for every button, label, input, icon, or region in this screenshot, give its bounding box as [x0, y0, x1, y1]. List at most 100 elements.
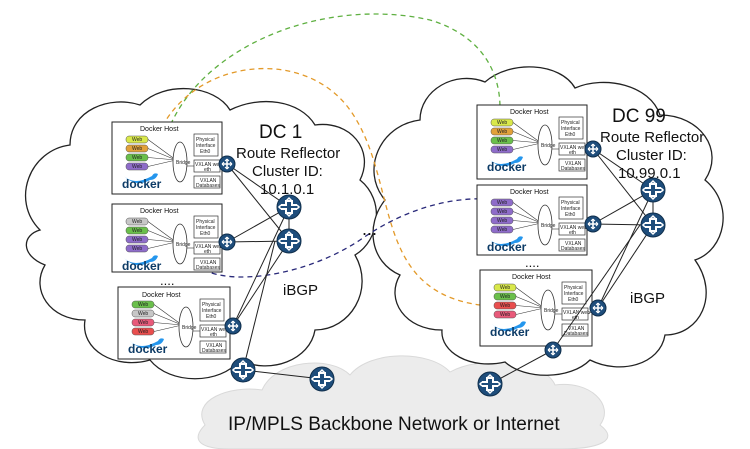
docker-logo-text: docker: [487, 160, 527, 174]
veth-link: [512, 220, 542, 224]
vxlan-web-label-2: eth: [569, 150, 576, 156]
container-label: Web: [500, 312, 510, 318]
physical-label-3: Eth0: [206, 314, 217, 320]
veth-link: [153, 322, 183, 326]
vxlan-web-label-2: eth: [204, 167, 211, 173]
bridge-label: Bridge: [544, 308, 559, 314]
bridge-ellipse: [172, 223, 188, 265]
docker-whale-icon: [124, 255, 158, 266]
physical-label-2: Interface: [561, 206, 581, 212]
veth-link: [512, 222, 542, 230]
container-label: Web: [497, 147, 507, 153]
physical-label-1: Physical: [196, 137, 215, 143]
host-internals-3: WebWebWebWebdockerBridgePhysicalInterfac…: [128, 298, 234, 356]
physical-interface-box: [558, 196, 584, 220]
dc99-cluster-id: 10.99.0.1: [618, 165, 681, 182]
physical-interface-box: [561, 281, 587, 305]
dc99-more-hosts: ....: [525, 255, 539, 270]
bridge-label: Bridge: [182, 325, 197, 331]
vxlan-db-label-1: VXLAN: [206, 343, 223, 349]
container-label: Web: [138, 320, 148, 326]
green-dashed-link: [161, 13, 501, 151]
vxlan-web-label-1: VXLAN web: [195, 162, 222, 168]
physical-label-2: Interface: [202, 308, 222, 314]
physical-label-2: Interface: [196, 225, 216, 231]
container-label: Web: [497, 218, 507, 224]
container-label: Web: [500, 303, 510, 309]
docker-logo-text: docker: [487, 240, 527, 254]
svg-text:Docker Host: Docker Host: [512, 274, 551, 281]
physical-label-1: Physical: [561, 120, 580, 126]
between-dc-dots: ...: [362, 219, 377, 239]
veth-link: [153, 313, 183, 326]
container-label: Web: [497, 129, 507, 135]
veth-link: [515, 307, 545, 315]
vxlan-db-label-2: Databases: [561, 246, 585, 252]
veth-link: [515, 296, 545, 309]
docker-logo-text: docker: [128, 342, 168, 356]
veth-link: [147, 241, 177, 249]
bridge-ellipse: [537, 204, 553, 246]
container-label: Web: [132, 146, 142, 152]
bridge-label: Bridge: [176, 160, 191, 166]
bridge-ellipse: [178, 306, 194, 348]
vxlan-web-label-1: VXLAN web: [563, 310, 590, 316]
physical-label-2: Interface: [561, 126, 581, 132]
veth-link: [512, 140, 542, 144]
dc1-rr-label: Route Reflector: [236, 145, 340, 162]
vxlan-web-label-2: eth: [210, 332, 217, 338]
physical-interface-box: [193, 133, 219, 157]
bridge-ellipse: [540, 289, 556, 331]
container-label: Web: [497, 209, 507, 215]
vxlan-db-label-2: Databases: [196, 265, 220, 271]
veth-link: [147, 239, 177, 243]
dc1-cluster-label: Cluster ID:: [252, 163, 323, 180]
vxlan-db-label-2: Databases: [561, 166, 585, 172]
host-internals-4: WebWebWebWebdockerBridgePhysicalInterfac…: [487, 116, 593, 174]
dc99-ibgp-label: iBGP: [630, 290, 665, 307]
docker-whale-icon: [130, 338, 164, 349]
docker-whale-icon: [489, 236, 523, 247]
veth-link: [147, 139, 177, 161]
host-internals-5: WebWebWebWebdockerBridgePhysicalInterfac…: [487, 196, 594, 254]
bridge-ellipse: [537, 124, 553, 166]
container-label: Web: [138, 329, 148, 335]
vxlan-db-box: [193, 257, 221, 271]
docker-whale-icon: [489, 156, 523, 167]
orange-dashed-link-1: [149, 67, 481, 306]
vxlan-db-label-2: Databases: [202, 348, 226, 354]
navy-dashed-link: [189, 198, 501, 278]
dc1-more-hosts: ....: [160, 273, 174, 288]
docker-logo-text: docker: [122, 259, 162, 273]
bridge-label: Bridge: [541, 223, 556, 229]
container-label: Web: [132, 155, 142, 161]
dc99-cluster-label: Cluster ID:: [616, 147, 687, 164]
container-label: Web: [132, 246, 142, 252]
container-label: Web: [132, 137, 142, 143]
physical-interface-box: [193, 215, 219, 239]
host-internals-6: WebWebWebWebdockerBridgePhysicalInterfac…: [490, 281, 599, 339]
vxlan-db-label-2: Databases: [564, 331, 588, 337]
veth-link: [153, 304, 183, 326]
bridge-label: Bridge: [176, 242, 191, 248]
dc1-cluster-id: 10.1.0.1: [260, 181, 314, 198]
docker-whale-icon: [124, 173, 158, 184]
vxlan-db-label-1: VXLAN: [568, 326, 585, 332]
vxlan-web-label-1: VXLAN web: [201, 327, 228, 333]
physical-label-1: Physical: [561, 200, 580, 206]
vxlan-web-label-1: VXLAN web: [195, 244, 222, 250]
dc99-rr-label: Route Reflector: [600, 129, 704, 146]
vxlan-db-box: [558, 158, 586, 172]
container-label: Web: [497, 120, 507, 126]
veth-link: [512, 122, 542, 144]
veth-link: [147, 148, 177, 161]
physical-label-3: Eth0: [565, 132, 576, 138]
vxlan-web-label-1: VXLAN web: [560, 145, 587, 151]
physical-label-3: Eth0: [568, 297, 579, 303]
vxlan-db-label-1: VXLAN: [565, 241, 582, 247]
veth-link: [512, 202, 542, 224]
dc1-name: DC 1: [259, 122, 302, 143]
bridge-ellipse: [172, 141, 188, 183]
svg-text:Docker Host: Docker Host: [510, 189, 549, 196]
